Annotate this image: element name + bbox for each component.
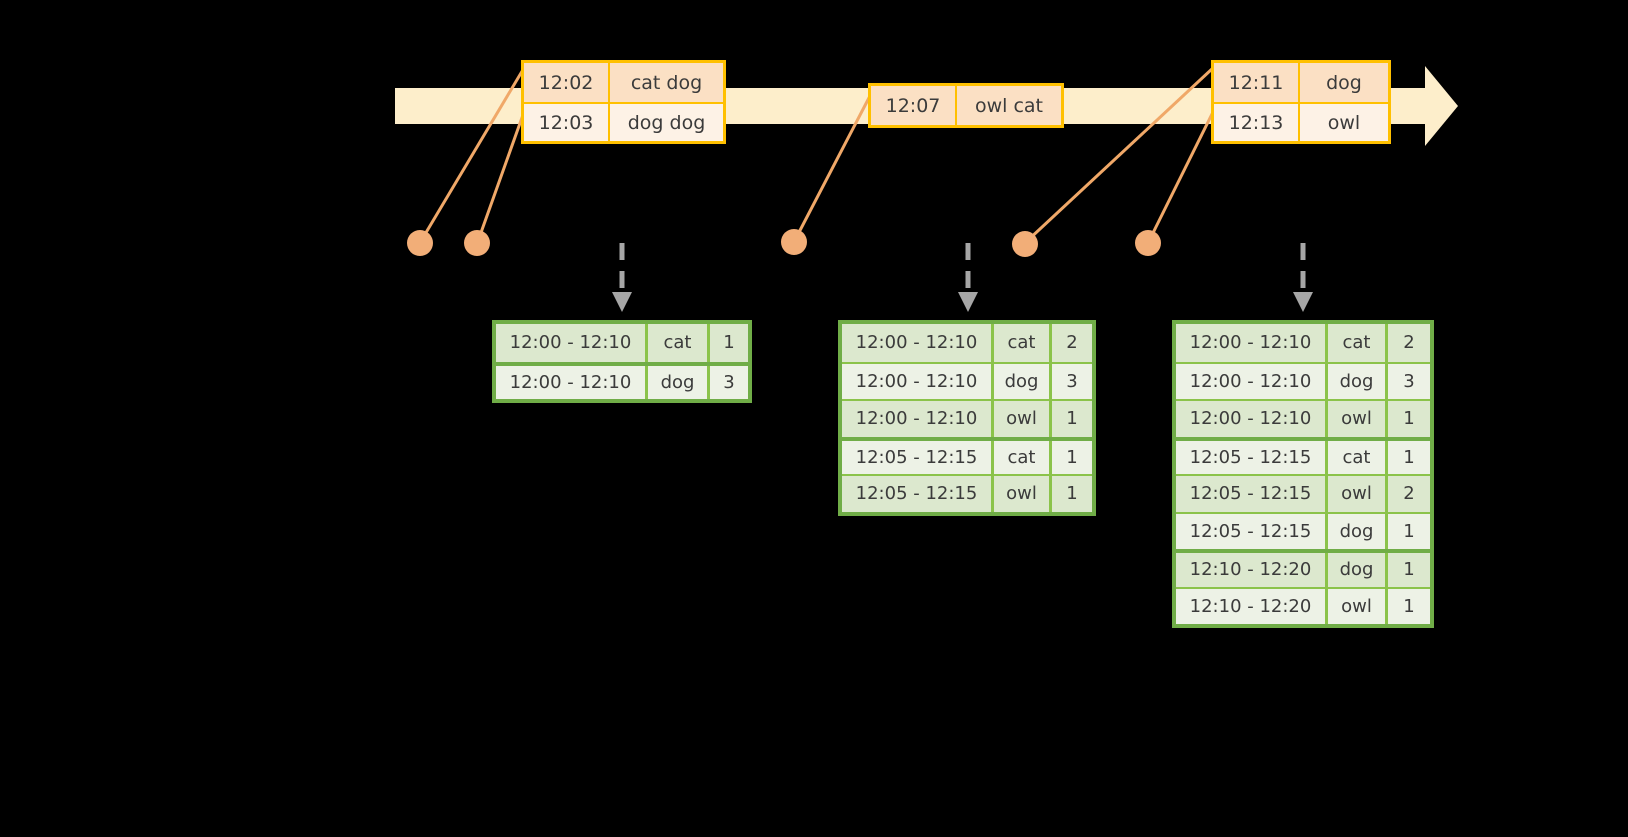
cell-count: 2 bbox=[1403, 483, 1415, 505]
cell-window: 12:00 - 12:10 bbox=[1176, 363, 1328, 399]
event-row[interactable]: 12:11 dog bbox=[1214, 63, 1388, 102]
cell-count: 2 bbox=[1066, 332, 1078, 354]
cell-window: 12:05 - 12:15 bbox=[842, 440, 994, 474]
table-row[interactable]: 12:00 - 12:10 cat 2 bbox=[842, 324, 1092, 362]
cell-count: 3 bbox=[723, 371, 735, 393]
cell-window: 12:00 - 12:10 bbox=[842, 324, 994, 362]
table-row[interactable]: 12:10 - 12:20 dog 1 bbox=[1176, 549, 1430, 587]
event-dot-2 bbox=[464, 230, 490, 256]
cell-count: 1 bbox=[723, 332, 735, 354]
table-row[interactable]: 12:05 - 12:15 owl 1 bbox=[842, 474, 1092, 512]
cell-window: 12:00 - 12:10 bbox=[1176, 401, 1328, 437]
event-dot-5 bbox=[1135, 230, 1161, 256]
cell-count: 3 bbox=[1403, 370, 1415, 392]
table-row[interactable]: 12:00 - 12:10 dog 3 bbox=[496, 361, 748, 399]
event-time: 12:11 bbox=[1214, 63, 1300, 102]
cell-count: 1 bbox=[1066, 483, 1078, 505]
dashed-arrowhead-3 bbox=[1293, 292, 1313, 312]
cell-count: 1 bbox=[1403, 446, 1415, 468]
cell-window: 12:00 - 12:10 bbox=[496, 365, 648, 399]
cell-window: 12:05 - 12:15 bbox=[1176, 476, 1328, 512]
cell-count: 1 bbox=[1403, 520, 1415, 542]
cell-window: 12:00 - 12:10 bbox=[496, 324, 648, 362]
event-group-3[interactable]: 12:11 dog 12:13 owl bbox=[1211, 60, 1391, 144]
cell-window: 12:00 - 12:10 bbox=[842, 363, 994, 399]
table-row[interactable]: 12:05 - 12:15 dog 1 bbox=[1176, 511, 1430, 549]
event-row[interactable]: 12:13 owl bbox=[1214, 102, 1388, 141]
cell-key: dog bbox=[648, 365, 710, 399]
cell-key: dog bbox=[1328, 363, 1388, 399]
cell-key: owl bbox=[994, 476, 1052, 512]
table-row[interactable]: 12:00 - 12:10 dog 3 bbox=[1176, 361, 1430, 399]
cell-key: dog bbox=[1328, 553, 1388, 587]
event-row[interactable]: 12:07 owl cat bbox=[871, 86, 1061, 125]
cell-key: cat bbox=[648, 324, 710, 362]
cell-count: 2 bbox=[1403, 332, 1415, 354]
stream-arrowhead bbox=[1425, 66, 1458, 146]
event-group-1[interactable]: 12:02 cat dog 12:03 dog dog bbox=[521, 60, 726, 144]
cell-window: 12:05 - 12:15 bbox=[1176, 513, 1328, 549]
event-time: 12:02 bbox=[524, 63, 610, 102]
event-time: 12:07 bbox=[871, 86, 957, 125]
cell-key: owl bbox=[1328, 588, 1388, 624]
cell-key: cat bbox=[994, 440, 1052, 474]
cell-count: 1 bbox=[1066, 446, 1078, 468]
connector-line-2 bbox=[476, 111, 526, 242]
result-table-1[interactable]: 12:00 - 12:10 cat 1 12:00 - 12:10 dog 3 bbox=[492, 320, 752, 403]
cell-key: owl bbox=[1328, 401, 1388, 437]
table-row[interactable]: 12:00 - 12:10 cat 2 bbox=[1176, 324, 1430, 362]
connector-line-5 bbox=[1147, 111, 1215, 242]
result-table-3[interactable]: 12:00 - 12:10 cat 2 12:00 - 12:10 dog 3 … bbox=[1172, 320, 1434, 628]
cell-key: owl bbox=[994, 401, 1052, 437]
cell-count: 1 bbox=[1066, 408, 1078, 430]
cell-window: 12:05 - 12:15 bbox=[842, 476, 994, 512]
cell-key: cat bbox=[994, 324, 1052, 362]
dashed-arrowhead-2 bbox=[958, 292, 978, 312]
cell-key: dog bbox=[1328, 513, 1388, 549]
cell-count: 1 bbox=[1403, 595, 1415, 617]
table-row[interactable]: 12:00 - 12:10 owl 1 bbox=[842, 399, 1092, 437]
cell-key: cat bbox=[1328, 324, 1388, 362]
event-words: dog dog bbox=[627, 111, 706, 134]
table-row[interactable]: 12:00 - 12:10 cat 1 bbox=[496, 324, 748, 362]
cell-key: dog bbox=[994, 363, 1052, 399]
cell-window: 12:00 - 12:10 bbox=[1176, 324, 1328, 362]
event-dot-3 bbox=[781, 229, 807, 255]
table-row[interactable]: 12:05 - 12:15 cat 1 bbox=[1176, 436, 1430, 474]
cell-key: owl bbox=[1328, 476, 1388, 512]
table-row[interactable]: 12:05 - 12:15 cat 1 bbox=[842, 436, 1092, 474]
event-dot-4 bbox=[1012, 231, 1038, 257]
event-words: owl cat bbox=[974, 94, 1044, 117]
dashed-arrowhead-1 bbox=[612, 292, 632, 312]
result-table-2[interactable]: 12:00 - 12:10 cat 2 12:00 - 12:10 dog 3 … bbox=[838, 320, 1096, 516]
cell-key: cat bbox=[1328, 440, 1388, 474]
table-row[interactable]: 12:10 - 12:20 owl 1 bbox=[1176, 586, 1430, 624]
cell-count: 3 bbox=[1066, 370, 1078, 392]
event-group-2[interactable]: 12:07 owl cat bbox=[868, 83, 1064, 128]
cell-window: 12:10 - 12:20 bbox=[1176, 588, 1328, 624]
event-words: dog bbox=[1326, 71, 1362, 94]
event-words: cat dog bbox=[630, 71, 703, 94]
cell-window: 12:05 - 12:15 bbox=[1176, 440, 1328, 474]
event-words: owl bbox=[1327, 111, 1361, 134]
connector-line-1 bbox=[419, 67, 526, 242]
table-row[interactable]: 12:05 - 12:15 owl 2 bbox=[1176, 474, 1430, 512]
event-row[interactable]: 12:02 cat dog bbox=[524, 63, 723, 102]
event-row[interactable]: 12:03 dog dog bbox=[524, 102, 723, 141]
cell-count: 1 bbox=[1403, 408, 1415, 430]
event-time: 12:13 bbox=[1214, 104, 1300, 141]
event-time: 12:03 bbox=[524, 104, 610, 141]
table-row[interactable]: 12:00 - 12:10 owl 1 bbox=[1176, 399, 1430, 437]
connector-line-3 bbox=[793, 91, 874, 241]
cell-count: 1 bbox=[1403, 559, 1415, 581]
table-row[interactable]: 12:00 - 12:10 dog 3 bbox=[842, 361, 1092, 399]
cell-window: 12:10 - 12:20 bbox=[1176, 553, 1328, 587]
event-dot-1 bbox=[407, 230, 433, 256]
cell-window: 12:00 - 12:10 bbox=[842, 401, 994, 437]
